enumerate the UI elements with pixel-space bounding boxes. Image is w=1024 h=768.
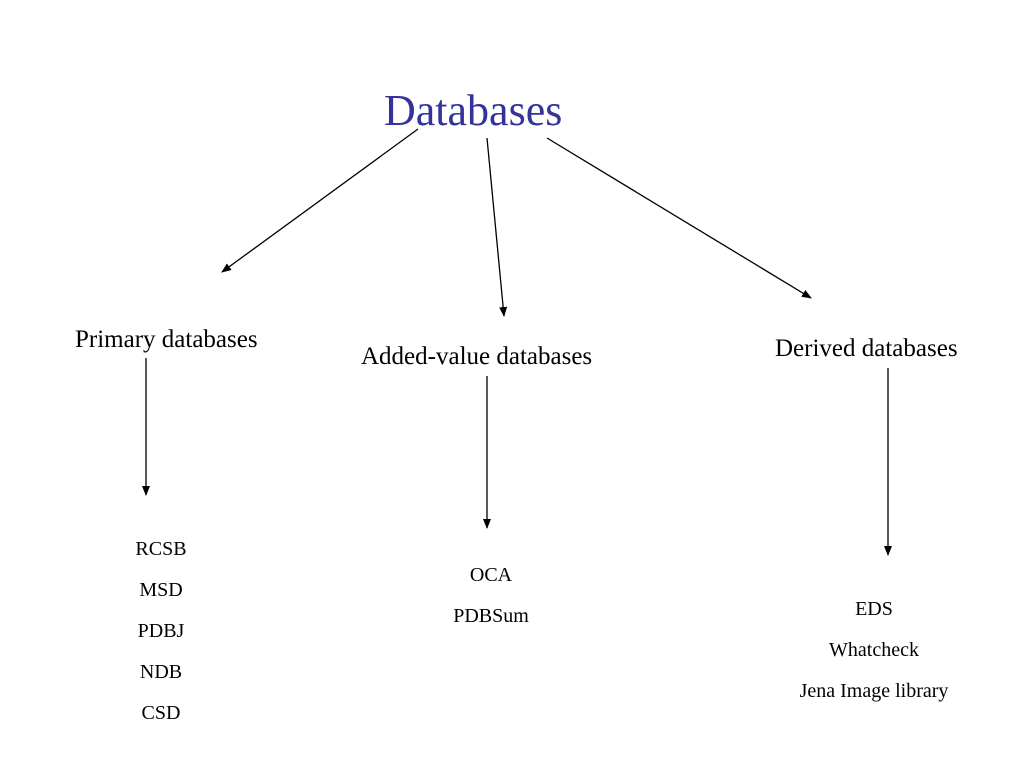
arrow-title-to-primary xyxy=(221,128,419,273)
list-item: NDB xyxy=(139,661,183,683)
list-item: MSD xyxy=(139,579,183,601)
list-item: Whatcheck xyxy=(829,639,919,661)
category-derived-databases: Derived databases xyxy=(775,335,958,362)
arrow-title-to-added-value xyxy=(486,137,508,317)
arrow-title-to-derived xyxy=(546,137,812,299)
category-primary-databases: Primary databases xyxy=(75,326,258,353)
derived-databases-list: EDS Whatcheck Jena Image library xyxy=(774,589,974,712)
list-item: PDBSum xyxy=(453,605,529,627)
added-value-databases-list: OCA PDBSum xyxy=(421,555,561,637)
category-added-value-databases: Added-value databases xyxy=(361,343,593,370)
list-item: PDBJ xyxy=(137,620,185,642)
diagram-title: Databases xyxy=(384,86,563,135)
list-item: RCSB xyxy=(135,538,187,560)
list-item: Jena Image library xyxy=(799,680,949,702)
primary-databases-list: RCSB MSD PDBJ NDB CSD xyxy=(101,529,221,734)
list-item: CSD xyxy=(141,702,181,724)
list-item: EDS xyxy=(855,598,893,620)
list-item: OCA xyxy=(469,564,513,586)
